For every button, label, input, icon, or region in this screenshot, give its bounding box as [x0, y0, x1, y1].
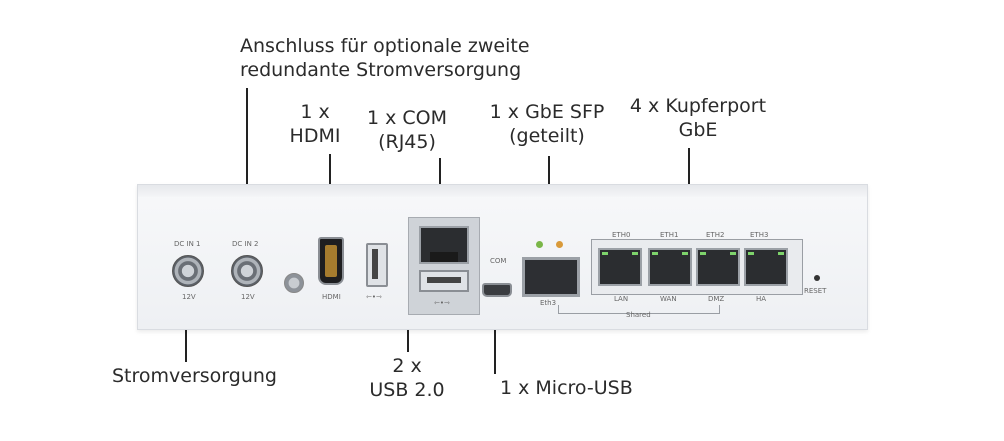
port-role-3: HA: [756, 295, 767, 303]
usb-port-vertical: [366, 243, 388, 287]
hdmi-mark: HDMI: [322, 293, 341, 301]
label-redundant-power-line2: redundante Stromversorgung: [240, 59, 522, 81]
label-usb2: 2 x USB 2.0: [362, 354, 452, 402]
copper-port-1: [648, 248, 692, 286]
dc-in1-jack: [172, 255, 204, 287]
copper-port-2: [696, 248, 740, 286]
port-role-1: WAN: [660, 295, 677, 303]
dc-in2-label: DC IN 2: [232, 240, 259, 248]
label-power: Stromversorgung: [112, 365, 277, 387]
port-name-0: ETH0: [612, 231, 631, 239]
usb-symbol-2: ⇽•⇾: [434, 299, 450, 307]
reset-mark: RESET: [804, 287, 827, 295]
copper-port-0: [598, 248, 642, 286]
port-role-0: LAN: [614, 295, 629, 303]
label-usb2-line2: USB 2.0: [369, 379, 445, 401]
dc-in1-volt: 12V: [182, 293, 196, 301]
label-hdmi-line1: 1 x: [300, 101, 330, 123]
sfp-led-green: [536, 241, 543, 248]
port-role-2: DMZ: [708, 295, 725, 303]
port-name-2: ETH2: [706, 231, 725, 239]
dc-in1-label: DC IN 1: [174, 240, 201, 248]
sfp-led-amber: [556, 241, 563, 248]
dc-in2-jack: [231, 255, 263, 287]
usb-port-horizontal: [419, 270, 469, 292]
copper-port-frame: [591, 239, 803, 295]
label-com-line1: 1 x COM: [366, 107, 448, 129]
label-micro-usb: 1 x Micro-USB: [500, 377, 633, 399]
label-redundant-power-line1: Anschluss für optionale zweite: [240, 35, 530, 57]
label-sfp: 1 x GbE SFP (geteilt): [482, 100, 612, 148]
ground-screw: [284, 273, 304, 293]
copper-port-3: [744, 248, 788, 286]
device-top-edge: [138, 185, 867, 197]
com-rj45-port: [419, 226, 469, 264]
reset-hole: [814, 275, 820, 281]
port-name-1: ETH1: [660, 231, 679, 239]
callout-redundant-power: [246, 88, 248, 248]
label-hdmi: 1 x HDMI: [280, 100, 350, 148]
com-mark: COM: [490, 257, 507, 265]
shared-mark: Shared: [626, 311, 651, 319]
label-sfp-line2: (geteilt): [509, 125, 585, 147]
device-rear-panel: DC IN 1 12V DC IN 2 12V HDMI ⇽•⇾ ⇽•⇾ COM…: [137, 184, 868, 330]
label-copper-line2: GbE: [678, 119, 718, 141]
label-redundant-power: Anschluss für optionale zweite redundant…: [240, 34, 530, 82]
label-hdmi-line2: HDMI: [289, 125, 341, 147]
shared-bracket: [558, 305, 720, 314]
callout-micro-usb: [494, 296, 496, 374]
label-com: 1 x COM (RJ45): [352, 106, 462, 154]
label-com-line2: (RJ45): [378, 131, 436, 153]
com-usb-block: [408, 217, 480, 315]
sfp-mark: Eth3: [540, 299, 557, 307]
dc-in2-volt: 12V: [241, 293, 255, 301]
label-copper: 4 x Kupferport GbE: [618, 94, 778, 142]
sfp-port: [522, 257, 580, 297]
port-name-3: ETH3: [750, 231, 769, 239]
label-copper-line1: 4 x Kupferport: [629, 95, 767, 117]
label-usb2-line1: 2 x: [392, 355, 422, 377]
hdmi-port: [318, 237, 344, 285]
micro-usb-port: [482, 283, 512, 297]
usb-symbol-1: ⇽•⇾: [366, 293, 382, 301]
label-sfp-line1: 1 x GbE SFP: [489, 101, 605, 123]
